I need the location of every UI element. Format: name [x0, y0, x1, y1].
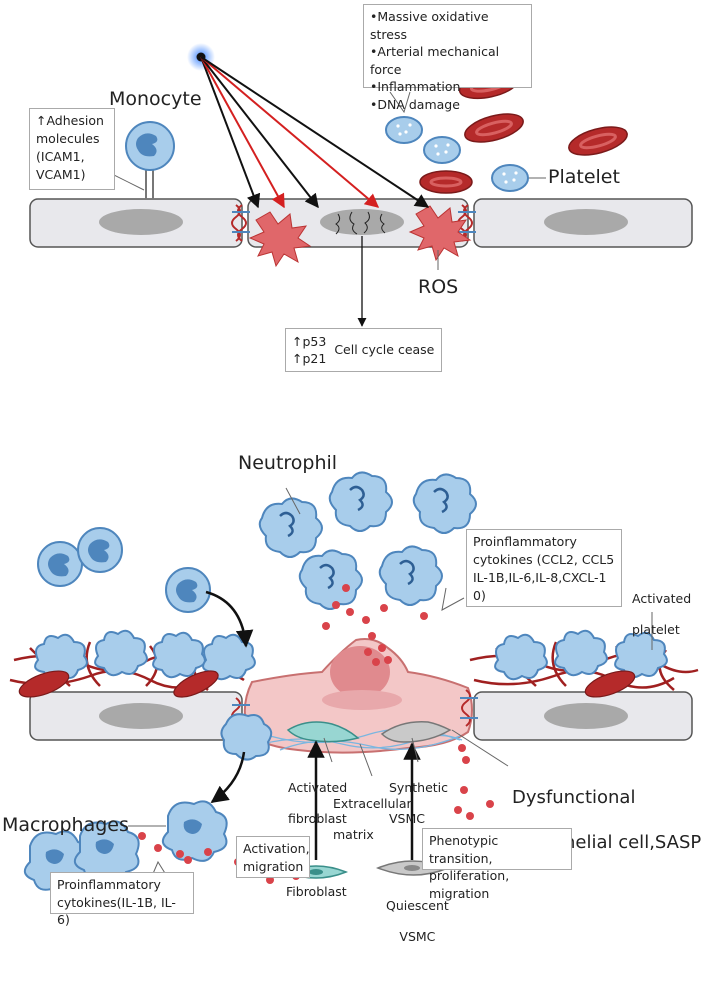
callout-lines-bottom: [128, 487, 653, 879]
proinflammatory-cytokines-box-top: Proinflammatory cytokines (CCL2, CCL5 IL…: [466, 529, 622, 607]
neutrophil-nuclei: [279, 485, 449, 590]
p53-label: ↑p53: [292, 333, 327, 349]
nucleus-damaged: [320, 209, 404, 235]
arrow-black: [200, 56, 261, 209]
nucleus: [99, 209, 183, 235]
adhesion-line: ↑Adhesion: [36, 113, 104, 128]
neutrophils: [258, 471, 477, 610]
ros-burst-right: [408, 205, 472, 262]
activation-line: Activation,: [243, 841, 310, 856]
macrophages-label: Macrophages: [2, 814, 129, 836]
adhesion-molecules-box: ↑Adhesion molecules (ICAM1, VCAM1): [29, 108, 115, 190]
arrow-black: [200, 56, 319, 209]
activation-migration-box: Activation, migration: [236, 836, 310, 878]
stress-arrows: [200, 56, 430, 209]
top-vessel: [29, 198, 693, 248]
stress-factor: •Arterial mechanical force: [370, 44, 500, 77]
arrow-red: [200, 56, 380, 208]
monocyte: [125, 121, 175, 199]
platelet-dots: [396, 123, 518, 184]
stress-factor: •Inflammation: [370, 79, 461, 94]
quiescent-vsmc-label: Quiescent VSMC: [386, 882, 449, 960]
adhesion-line: VCAM1): [36, 167, 86, 183]
vsmc-nucleus: [404, 865, 420, 871]
extracellular-matrix-label: Extracellular matrix: [333, 780, 412, 858]
ros-label: ROS: [418, 276, 459, 298]
arrow-red: [200, 56, 285, 209]
quiescent-vsmc-line: Quiescent: [386, 897, 449, 913]
stress-factor: •DNA damage: [370, 96, 460, 112]
synthetic-vsmc-cell: [380, 721, 452, 743]
phenotypic-line: proliferation, migration: [429, 868, 510, 901]
rbc-bottom: [18, 670, 636, 698]
cell-junctions: [231, 204, 476, 242]
platelet-label: Platelet: [548, 166, 620, 188]
cytokine-line: cytokines (CCL2, CCL5: [473, 552, 615, 568]
synthetic-vsmc-line: VSMC: [389, 810, 425, 826]
platelets: [385, 116, 529, 192]
monocyte-nuclei: [48, 539, 198, 603]
cytokine-line: IL-1B,IL-6,IL-8,CXCL-1: [473, 570, 607, 586]
dysfunctional-line: Dysfunctional: [512, 786, 636, 808]
synthetic-vsmc-label: Synthetic VSMC: [389, 764, 448, 842]
extracellular-matrix-line: Extracellular: [333, 795, 412, 811]
activation-line: migration: [243, 858, 304, 874]
monocyte-label: Monocyte: [109, 88, 202, 110]
cytokine-line: Proinflammatory: [473, 534, 577, 549]
activated-platelet-line: platelet: [632, 621, 680, 637]
macrophage-arrow: [210, 751, 246, 804]
synthetic-vsmc-line: Synthetic: [389, 779, 449, 795]
cytokine-bottom-line: Proinflammatory: [57, 877, 161, 892]
activated-fibroblast-line: Activated: [288, 779, 348, 795]
activated-fibroblast-label: Activated fibroblast: [288, 764, 347, 842]
ros-burst-left: [248, 211, 312, 268]
proinflammatory-cytokines-box-bottom: Proinflammatory cytokines(IL-1B, IL-6): [50, 872, 194, 927]
nucleus: [99, 703, 183, 729]
arrow-black: [200, 56, 430, 208]
macrophage-nuclei: [45, 819, 202, 864]
fibroblast-label: Fibroblast: [286, 884, 347, 899]
extracellular-matrix-line: matrix: [333, 826, 374, 842]
activated-platelets-right: [494, 629, 668, 681]
transmigration-arrow: [205, 590, 254, 648]
activated-fibroblast-cell: [286, 721, 360, 743]
transmigrated-macrophage: [220, 713, 273, 761]
quiescent-vsmc-line: VSMC: [399, 928, 436, 944]
fibroblast-nucleus: [309, 869, 323, 875]
nucleus: [544, 209, 628, 235]
activated-platelet-line: Activated: [632, 590, 692, 606]
phenotypic-transition-box: Phenotypic transition, proliferation, mi…: [422, 828, 572, 901]
bottom-vessel: [29, 691, 693, 741]
adhesion-line: molecules: [36, 131, 100, 147]
phenotypic-line: Phenotypic transition,: [429, 833, 499, 866]
nucleus: [544, 703, 628, 729]
cytokine-line: 0): [473, 588, 486, 604]
stress-factors-box: •Massive oxidative stress •Arterial mech…: [363, 4, 532, 112]
cell-cycle-box: ↑p53 ↑p21 Cell cycle cease: [285, 328, 442, 372]
neutrophil-label: Neutrophil: [238, 452, 338, 474]
nucleus-shadow: [322, 690, 402, 710]
activated-fibroblast-line: fibroblast: [288, 810, 347, 826]
dna-damage-marks: [335, 211, 386, 235]
cytokine-bottom-line: cytokines(IL-1B, IL-6): [57, 894, 176, 928]
p21-label: ↑p21: [292, 351, 327, 366]
activated-platelets-left: [34, 629, 256, 681]
cell-cycle-label: Cell cycle cease: [334, 342, 435, 358]
stress-factor: •Massive oxidative stress: [370, 9, 489, 42]
activated-platelet-label: Activated platelet: [632, 575, 691, 653]
adhesion-line: (ICAM1,: [36, 149, 85, 165]
